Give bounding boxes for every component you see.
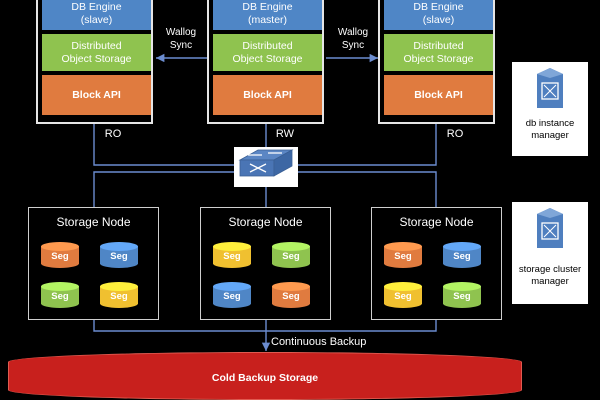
storage-node-title: Storage Node bbox=[56, 215, 131, 229]
storage-label-line1: Distributed bbox=[413, 39, 464, 52]
line-db3-switch bbox=[298, 124, 437, 166]
block-api-layer: Block API bbox=[42, 75, 151, 115]
storage-node-2: Storage Node Seg Seg Seg Seg bbox=[200, 207, 331, 320]
line-switch-node3 bbox=[298, 171, 437, 207]
segment-cylinder: Seg bbox=[272, 282, 310, 308]
manager-label: storage cluster manager bbox=[518, 264, 582, 287]
manager-label: db instance manager bbox=[525, 118, 575, 141]
block-api-label: Block API bbox=[414, 88, 463, 101]
wallog-sync-label-left: Wallog Sync bbox=[165, 27, 197, 51]
engine-label-line1: DB Engine bbox=[242, 1, 293, 13]
cold-backup-label: Cold Backup Storage bbox=[211, 372, 319, 384]
segment-cylinder: Seg bbox=[443, 282, 481, 308]
wallog-sync-label-right: Wallog Sync bbox=[337, 27, 369, 51]
block-api-layer: Block API bbox=[213, 75, 322, 115]
storage-node-title: Storage Node bbox=[399, 215, 474, 229]
storage-label-line2: Object Storage bbox=[61, 52, 132, 65]
db-engine-layer: DB Engine (master) bbox=[213, 0, 322, 30]
segment-cylinder: Seg bbox=[41, 282, 79, 308]
segment-cylinder: Seg bbox=[100, 282, 138, 308]
object-storage-layer: Distributed Object Storage bbox=[384, 34, 493, 71]
line-nodes-backup bbox=[93, 320, 437, 332]
segment-cylinder: Seg bbox=[384, 242, 422, 268]
storage-label-line1: Distributed bbox=[71, 39, 122, 52]
segment-cylinder: Seg bbox=[41, 242, 79, 268]
object-storage-layer: Distributed Object Storage bbox=[213, 34, 322, 71]
line-switch-node1 bbox=[93, 171, 234, 207]
block-api-layer: Block API bbox=[384, 75, 493, 115]
db-instance-master: DB Engine (master) Distributed Object St… bbox=[207, 0, 324, 124]
cold-backup-storage: Cold Backup Storage bbox=[8, 352, 522, 400]
port-label-rw: RW bbox=[275, 128, 295, 140]
engine-label-line1: DB Engine bbox=[71, 1, 122, 13]
segment-cylinder: Seg bbox=[213, 242, 251, 268]
storage-label-line2: Object Storage bbox=[403, 52, 474, 65]
storage-label-line2: Object Storage bbox=[232, 52, 303, 65]
engine-label-line1: DB Engine bbox=[413, 1, 464, 13]
network-switch-icon bbox=[234, 147, 298, 187]
db-instance-slave-left: DB Engine (slave) Distributed Object Sto… bbox=[36, 0, 153, 124]
segment-cylinder: Seg bbox=[272, 242, 310, 268]
block-api-label: Block API bbox=[243, 88, 292, 101]
object-storage-layer: Distributed Object Storage bbox=[42, 34, 151, 71]
db-engine-layer: DB Engine (slave) bbox=[384, 0, 493, 30]
segment-cylinder: Seg bbox=[213, 282, 251, 308]
segment-cylinder: Seg bbox=[100, 242, 138, 268]
db-instance-manager: db instance manager bbox=[512, 62, 588, 156]
db-instance-slave-right: DB Engine (slave) Distributed Object Sto… bbox=[378, 0, 495, 124]
port-label-ro-right: RO bbox=[446, 128, 464, 140]
engine-label-line2: (slave) bbox=[80, 14, 113, 26]
storage-cluster-manager: storage cluster manager bbox=[512, 202, 588, 304]
engine-label-line2: (slave) bbox=[422, 14, 455, 26]
block-api-label: Block API bbox=[72, 88, 121, 101]
storage-node-3: Storage Node Seg Seg Seg Seg bbox=[371, 207, 502, 320]
storage-node-1: Storage Node Seg Seg Seg Seg bbox=[28, 207, 159, 320]
continuous-backup-label: Continuous Backup bbox=[271, 336, 367, 348]
server-icon bbox=[537, 208, 563, 248]
port-label-ro-left: RO bbox=[104, 128, 122, 140]
db-engine-layer: DB Engine (slave) bbox=[42, 0, 151, 30]
storage-node-title: Storage Node bbox=[228, 215, 303, 229]
server-icon bbox=[537, 68, 563, 108]
line-db1-switch bbox=[93, 124, 234, 166]
segment-cylinder: Seg bbox=[384, 282, 422, 308]
segment-cylinder: Seg bbox=[443, 242, 481, 268]
engine-label-line2: (master) bbox=[247, 14, 288, 26]
storage-label-line1: Distributed bbox=[242, 39, 293, 52]
